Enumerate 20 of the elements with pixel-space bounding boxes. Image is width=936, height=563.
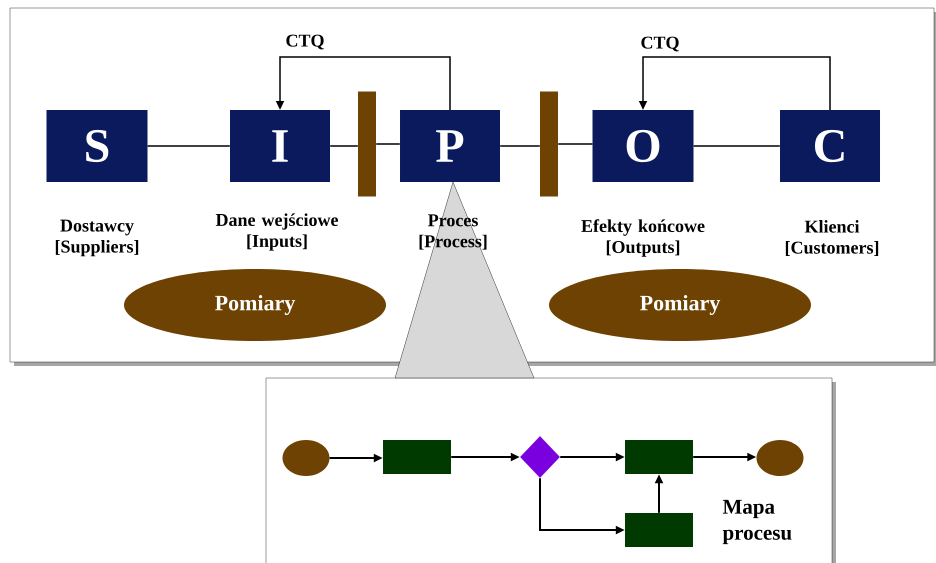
process-box <box>625 513 693 547</box>
edge-label: CTQ <box>284 34 326 50</box>
letter-box: I <box>230 110 330 182</box>
separator-bar <box>540 92 558 196</box>
node-caption: Dostawcy [Suppliers] <box>56 220 138 256</box>
letter-box: O <box>592 110 694 182</box>
process-box <box>625 440 693 474</box>
node-caption: Klienci [Customers] <box>786 220 878 256</box>
letter-box: S <box>46 110 148 182</box>
process-box <box>383 440 451 474</box>
map-label: Mapa procesu <box>722 500 792 544</box>
terminal-oval <box>282 440 330 476</box>
node-caption: Efekty końcowe [Outputs] <box>581 219 705 257</box>
node-caption: Dane wejściowe [Inputs] <box>216 213 338 251</box>
letter-box: P <box>400 110 500 182</box>
edge-label: CTQ <box>640 36 680 52</box>
terminal-oval <box>756 440 804 476</box>
separator-bar <box>358 92 376 196</box>
letter-box: C <box>780 110 880 182</box>
decision-diamond <box>520 436 560 478</box>
